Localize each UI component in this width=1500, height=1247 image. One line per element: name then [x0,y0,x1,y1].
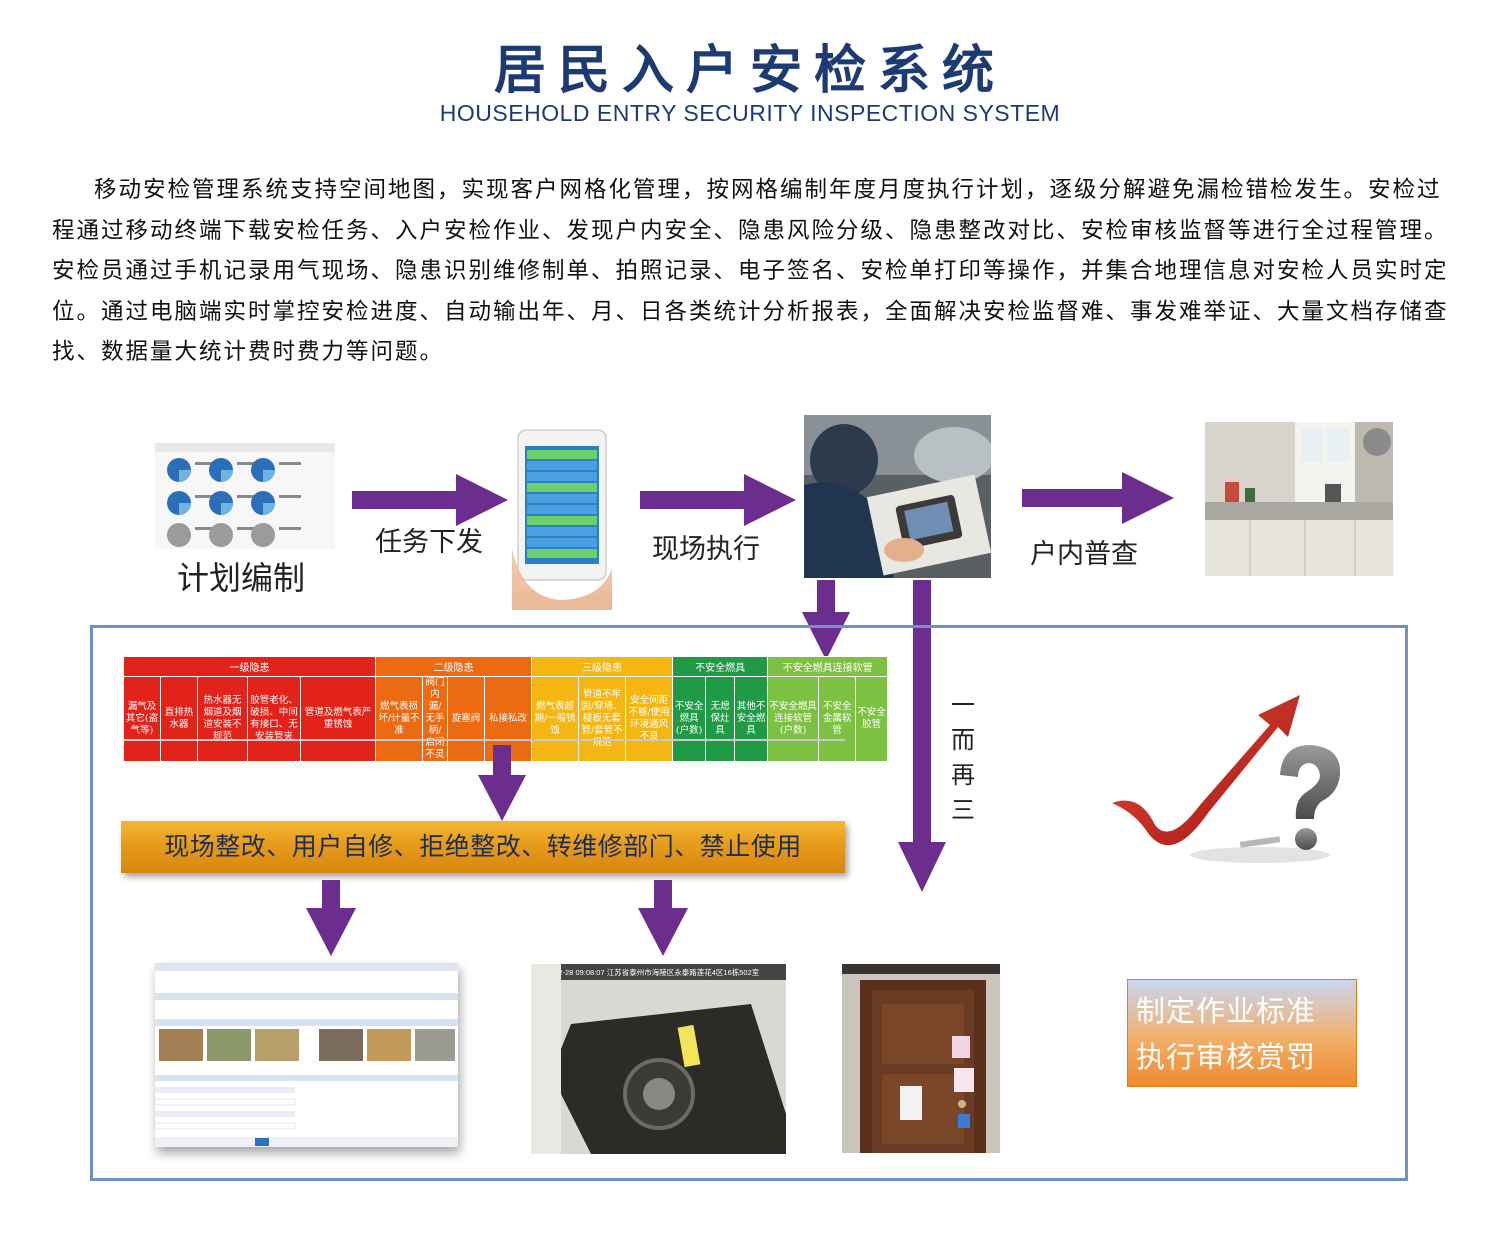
legend-line [195,495,217,498]
pie-slice [263,470,275,482]
hazard-cell: 管道不牢固/穿墙、楼板无套管/套管不规范 [578,676,627,762]
hazard-group-header: 不安全燃具 [672,656,769,677]
hazard-cell: 不安全胶管 [855,676,889,762]
legend-line [237,462,259,465]
phone-list-row [527,461,597,470]
standard-box: 制定作业标准 执行审核赏罚 [1127,979,1357,1087]
hazard-cell: 无熄保灶具 [705,676,736,762]
hazard-cell: 燃气表损坏/计量不准 [375,676,424,762]
phone-list-row [527,505,597,514]
inspector-photo [804,415,991,578]
arrow-down-icon [802,580,850,660]
rectification-form-screenshot [155,963,458,1147]
arrow-down-icon [478,745,526,821]
hazard-table: 一级隐患二级隐患三级隐患不安全燃具不安全燃具连接软管 漏气及其它(盗气等)直排热… [122,656,889,762]
repeat-char: 再 [951,761,975,789]
phone-list-row [527,516,597,525]
door-photo [842,964,1000,1153]
phone-list-row [527,450,597,459]
process-frame [90,625,1408,1181]
hazard-cell: 直排热水器 [160,676,198,762]
arrow-right-icon [1022,472,1174,524]
page-subtitle: HOUSEHOLD ENTRY SECURITY INSPECTION SYST… [439,100,1061,126]
legend-line [237,527,259,530]
table-divider [123,739,845,741]
arrow-down-icon [638,880,688,956]
dispatch-label: 任务下发 [375,527,483,558]
phone-list-row [527,549,597,558]
phone-list-row [527,494,597,503]
arrow-down-icon [306,880,356,956]
phone-list-row [527,472,597,481]
arrow-down-long-icon [898,580,946,892]
hazard-cell: 阀门内漏/无手柄/启闭不灵 [422,676,449,762]
phone-list-row [527,527,597,536]
hazard-group-header: 一级隐患 [122,656,377,677]
stove-photo: 2015-02-28 09:08:07 江苏省泰州市海陵区永泰路莲花4区16栋5… [531,964,786,1154]
repeat-char: 而 [951,726,975,754]
repeat-char: 一 [951,691,975,719]
legend-line [237,495,259,498]
pie-chart-icon [209,523,233,547]
pie-chart-icon [251,523,275,547]
arrow-right-icon [640,474,796,526]
phone-app-image [512,429,612,610]
hazard-cell: 管道及燃气表严重锈蚀 [299,676,377,762]
hazard-cell: 不安全燃具(户数) [672,676,707,762]
standard-line-2: 执行审核赏罚 [1136,1040,1317,1074]
legend-line [279,495,301,498]
pie-slice [179,503,191,515]
standard-line-1: 制定作业标准 [1136,994,1317,1028]
hazard-cell: 安全间距不够/使用环境通风不良 [625,676,674,762]
kitchen-photo [1205,422,1393,576]
repeat-char: 三 [951,796,975,824]
hazard-group-header: 不安全燃具连接软管 [767,656,889,677]
plan-chart-thumbnail [155,443,335,549]
intro-paragraph: 移动安检管理系统支持空间地图，实现客户网格化管理，按网格编制年度月度执行计划，逐… [52,177,1449,365]
hazard-cell: 其他不安全燃具 [734,676,769,762]
plan-label: 计划编制 [177,559,306,597]
hazard-cell: 燃气表超期/一般锈蚀 [531,676,580,762]
pie-slice [263,503,275,515]
pie-chart-icon [167,523,191,547]
page-title: 居民入户安检系统 [493,41,1006,101]
hazard-cell: 不安全燃具连接软管(户数) [767,676,820,762]
hazard-group-header: 二级隐患 [375,656,533,677]
phone-list-row [527,538,597,547]
legend-line [195,462,217,465]
check-question-graphic-icon [1112,695,1341,863]
hazard-cell: 胶管老化、破损、中间有接口、无安装管夹 [247,676,301,762]
pie-slice [221,470,233,482]
hazard-cell: 漏气及其它(盗气等) [123,676,161,762]
hazard-cell: 不安全金属软管 [818,676,857,762]
stove-caption: 2015-02-28 09:08:07 江苏省泰州市海陵区永泰路莲花4区16栋5… [535,967,760,977]
inspect-label: 户内普查 [1030,539,1138,570]
hazard-group-header: 三级隐患 [531,656,674,677]
hazard-cell: 热水器无烟道及烟道安装不规范 [197,676,248,762]
pie-slice [221,503,233,515]
rectification-actions-bar: 现场整改、用户自修、拒绝整改、转维修部门、禁止使用 [121,821,845,873]
legend-line [195,527,217,530]
repeat-label: 一而再三 [948,688,978,828]
execute-label: 现场执行 [652,534,760,565]
pie-slice [179,470,191,482]
arrow-right-icon [352,474,508,526]
hazard-cell: 旋塞阀 [447,676,486,762]
phone-list-row [527,483,597,492]
legend-line [279,527,301,530]
legend-line [279,462,301,465]
